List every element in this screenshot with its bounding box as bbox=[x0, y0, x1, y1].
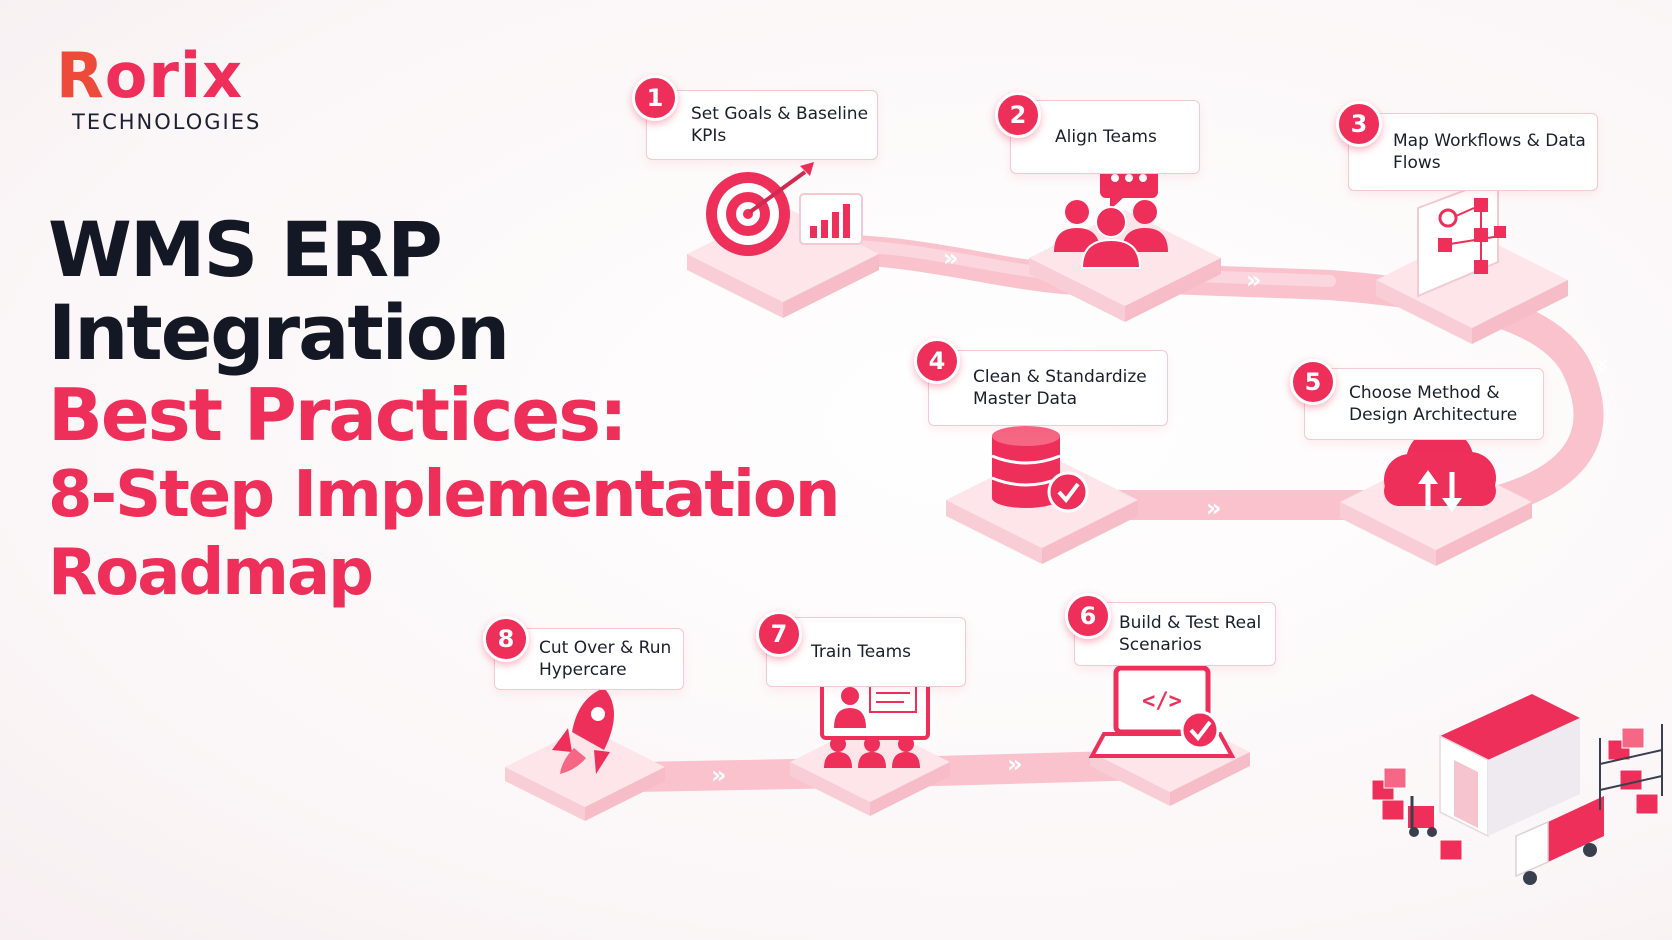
step-5-label: Choose Method & Design Architecture bbox=[1304, 368, 1544, 440]
laptop-code-icon: </> bbox=[1088, 665, 1236, 758]
svg-text:</>: </> bbox=[1142, 689, 1182, 714]
rocket-icon bbox=[552, 688, 614, 774]
logo-subtitle: TECHNOLOGIES bbox=[72, 110, 262, 134]
title-line-3: Best Practices: bbox=[48, 373, 628, 457]
presentation-training-icon bbox=[820, 670, 930, 768]
path-arrow-2: » bbox=[1246, 266, 1262, 294]
step-4-number: 4 bbox=[914, 338, 960, 384]
title-line-5: Roadmap bbox=[48, 536, 374, 610]
path-arrow-1: » bbox=[943, 244, 959, 272]
step-7-number: 7 bbox=[756, 611, 802, 657]
database-check-icon bbox=[991, 426, 1089, 513]
step-8-number: 8 bbox=[483, 616, 529, 662]
step-platforms bbox=[505, 206, 1568, 821]
title-line-1: WMS ERP bbox=[48, 205, 443, 294]
step-3-number: 3 bbox=[1336, 101, 1382, 147]
forklift bbox=[1408, 796, 1437, 837]
path-arrow-4: » bbox=[1206, 494, 1222, 522]
step-1-number: 1 bbox=[632, 75, 678, 121]
step-3-label: Map Workflows & Data Flows bbox=[1348, 113, 1598, 191]
step-5-number: 5 bbox=[1290, 359, 1336, 405]
logo-wordmark: Rorix bbox=[56, 39, 244, 112]
delivery-truck bbox=[1515, 796, 1604, 885]
warehouse-truck-icon bbox=[1371, 694, 1663, 885]
step-4-label: Clean & Standardize Master Data bbox=[928, 350, 1168, 426]
title-line-4: 8-Step Implementation bbox=[48, 458, 840, 532]
path-arrow-3: » bbox=[1589, 358, 1617, 374]
cloud-sync-icon bbox=[1384, 428, 1496, 512]
target-chart-icon bbox=[706, 162, 863, 256]
page-title: WMS ERP Integration Best Practices: 8-St… bbox=[48, 205, 840, 612]
path-arrow-6: » bbox=[711, 761, 727, 789]
team-chat-icon bbox=[1054, 158, 1168, 269]
path-arrow-5: » bbox=[1007, 750, 1023, 778]
shelving-rack bbox=[1599, 724, 1663, 810]
step-6-number: 6 bbox=[1065, 593, 1111, 639]
title-line-2: Integration bbox=[48, 288, 510, 377]
platform-8 bbox=[505, 727, 665, 821]
step-2-label: Align Teams bbox=[1010, 100, 1200, 174]
brand-logo: Rorix TECHNOLOGIES bbox=[56, 39, 262, 135]
step-1-label: Set Goals & Baseline KPIs bbox=[646, 90, 878, 160]
step-2-number: 2 bbox=[995, 92, 1041, 138]
